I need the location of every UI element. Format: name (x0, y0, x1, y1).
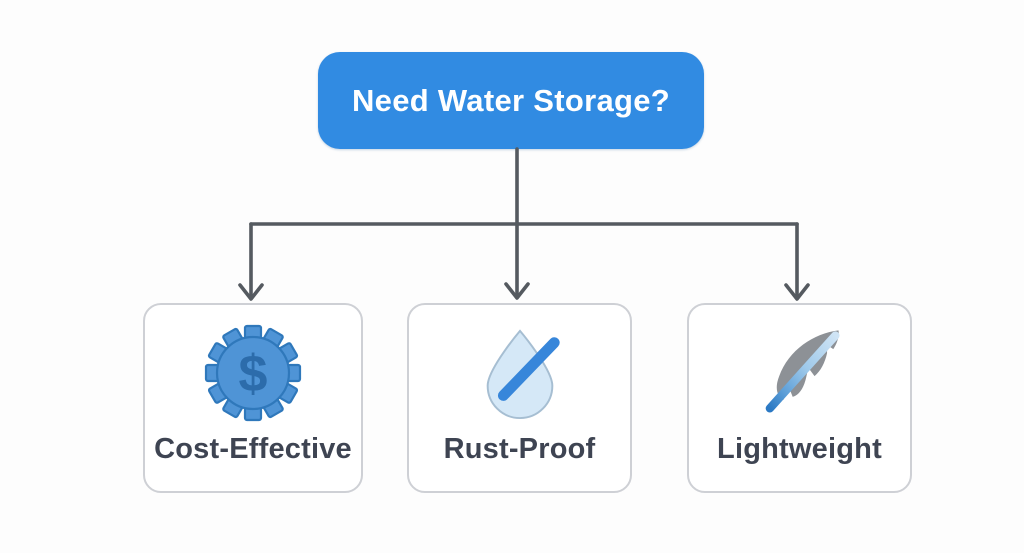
gear-dollar-icon: $ (201, 321, 305, 425)
water-drop-slash-icon (468, 321, 572, 425)
root-question-label: Need Water Storage? (351, 82, 671, 118)
card-label-cost-effective: Cost-Effective (154, 433, 352, 465)
option-card-rust-proof: Rust-Proof (407, 303, 632, 493)
card-label-rust-proof: Rust-Proof (443, 433, 596, 465)
feather-icon (748, 321, 852, 425)
svg-text:$: $ (239, 345, 268, 403)
option-card-lightweight: Lightweight (687, 303, 912, 493)
card-label-lightweight: Lightweight (717, 433, 882, 465)
arrowhead-right-icon (784, 283, 810, 301)
arrowhead-left-icon (238, 283, 264, 301)
arrowhead-center-icon (504, 282, 530, 300)
root-question-node: Need Water Storage? (318, 52, 704, 149)
option-card-cost-effective: $ Cost-Effective (143, 303, 363, 493)
